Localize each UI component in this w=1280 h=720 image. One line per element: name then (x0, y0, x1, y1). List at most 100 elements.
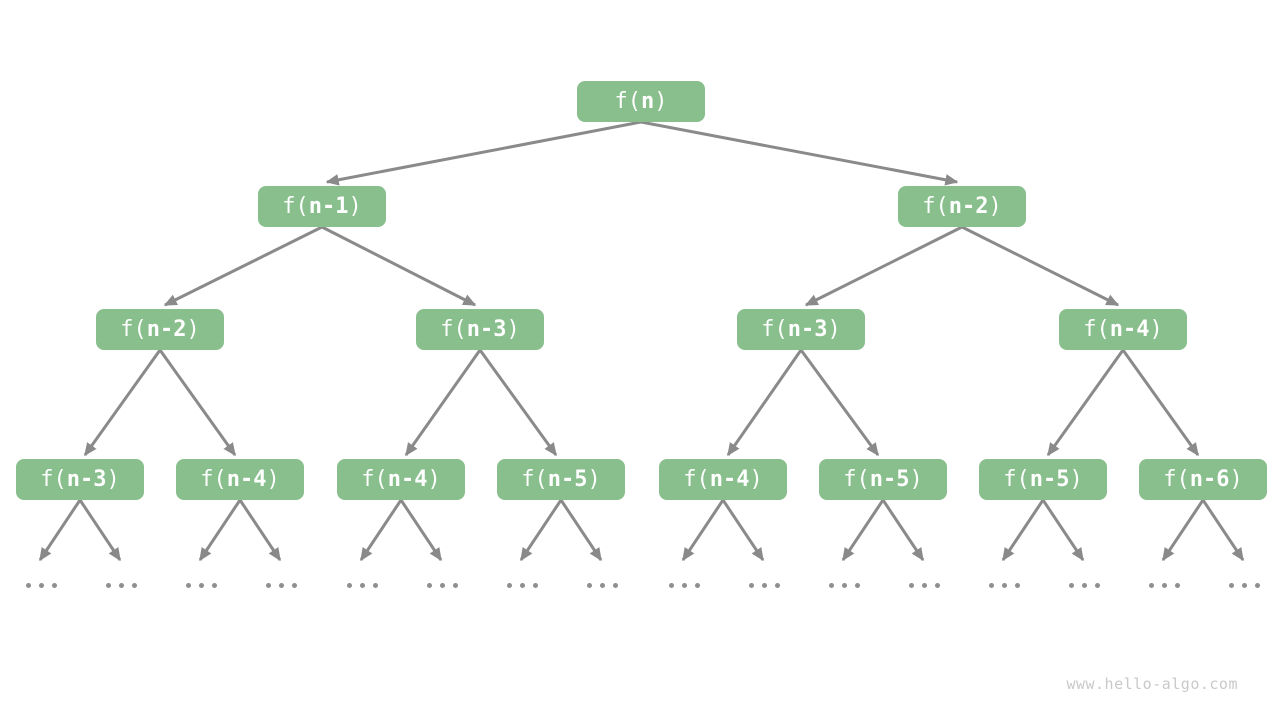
ellipsis-dot (291, 582, 297, 588)
ellipsis-dot (1254, 582, 1260, 588)
node-label-prefix: f( (521, 466, 548, 492)
tree-node-f-n-5: f(n-5) (497, 459, 625, 500)
node-label-suffix: ) (587, 466, 601, 492)
tree-node-f-n-1: f(n-1) (258, 186, 386, 227)
edge-arrow (640, 120, 959, 186)
ellipsis-dot (359, 582, 365, 588)
node-label-suffix: ) (909, 466, 923, 492)
node-label-suffix: ) (749, 466, 763, 492)
ellipsis-dot (599, 582, 605, 588)
node-label-prefix: f( (843, 466, 870, 492)
edge-arrow (681, 499, 725, 562)
ellipsis-dot (452, 582, 458, 588)
edge-arrow (1161, 499, 1205, 562)
edge-arrow (961, 225, 1120, 307)
node-label-arg: n-4 (387, 466, 428, 492)
ellipsis (1148, 582, 1180, 588)
ellipsis-dot (1228, 582, 1234, 588)
node-label-arg: n-5 (869, 466, 910, 492)
edge-arrow (83, 349, 162, 457)
node-label-prefix: f( (761, 316, 788, 342)
edge-arrow (804, 225, 963, 307)
ellipsis-dot (38, 582, 44, 588)
ellipsis-dot (51, 582, 57, 588)
ellipsis-dot (211, 582, 217, 588)
ellipsis (185, 582, 217, 588)
edge-arrow (726, 349, 803, 457)
tree-node-f-n-4: f(n-4) (337, 459, 465, 500)
ellipsis-dot (681, 582, 687, 588)
ellipsis-dot (519, 582, 525, 588)
ellipsis (265, 582, 297, 588)
edge-arrow (325, 120, 642, 186)
ellipsis-dot (426, 582, 432, 588)
ellipsis (25, 582, 57, 588)
node-label-prefix: f( (922, 193, 949, 219)
ellipsis (426, 582, 458, 588)
ellipsis-dot (694, 582, 700, 588)
ellipsis (506, 582, 538, 588)
ellipsis-dot (934, 582, 940, 588)
ellipsis-dot (761, 582, 767, 588)
ellipsis-dot (988, 582, 994, 588)
edge-arrow (321, 225, 477, 307)
ellipsis (105, 582, 137, 588)
tree-node-f-n-3: f(n-3) (16, 459, 144, 500)
node-label-suffix: ) (266, 466, 280, 492)
node-label-suffix: ) (1069, 466, 1083, 492)
node-label-arg: n-5 (1029, 466, 1070, 492)
edge-arrow (238, 499, 282, 562)
tree-node-f-n-4: f(n-4) (659, 459, 787, 500)
edge-arrow (1041, 499, 1085, 562)
ellipsis-dot (1174, 582, 1180, 588)
ellipsis-dot (1068, 582, 1074, 588)
ellipsis-dot (1094, 582, 1100, 588)
ellipsis-dot (372, 582, 378, 588)
tree-node-f-n-3: f(n-3) (737, 309, 865, 350)
node-label-suffix: ) (427, 466, 441, 492)
ellipsis-dot (185, 582, 191, 588)
ellipsis-dot (1014, 582, 1020, 588)
ellipsis-dot (921, 582, 927, 588)
edge-arrow (519, 499, 563, 562)
tree-node-f-n-6: f(n-6) (1139, 459, 1267, 500)
node-label-arg: n-4 (1109, 316, 1150, 342)
edge-arrow (841, 499, 885, 562)
ellipsis-dot (346, 582, 352, 588)
node-label-arg: n-3 (466, 316, 507, 342)
ellipsis-dot (532, 582, 538, 588)
ellipsis-dot (265, 582, 271, 588)
ellipsis (346, 582, 378, 588)
tree-node-f-n-3: f(n-3) (416, 309, 544, 350)
node-label-suffix: ) (506, 316, 520, 342)
ellipsis-dot (774, 582, 780, 588)
node-label-suffix: ) (988, 193, 1002, 219)
node-label-suffix: ) (654, 88, 668, 114)
ellipsis-dot (198, 582, 204, 588)
node-label-suffix: ) (186, 316, 200, 342)
node-label-arg: n-2 (948, 193, 989, 219)
ellipsis (988, 582, 1020, 588)
node-label-prefix: f( (40, 466, 67, 492)
ellipsis-dot (105, 582, 111, 588)
edge-arrow (1201, 499, 1245, 562)
edge-arrow (78, 499, 122, 562)
ellipsis-dot (612, 582, 618, 588)
node-label-prefix: f( (1083, 316, 1110, 342)
tree-node-f-n-2: f(n-2) (898, 186, 1026, 227)
edge-arrow (1046, 349, 1125, 457)
ellipsis-dot (25, 582, 31, 588)
ellipsis (1068, 582, 1100, 588)
edge-arrow (399, 499, 443, 562)
tree-node-f-n-4: f(n-4) (176, 459, 304, 500)
ellipsis-dot (586, 582, 592, 588)
edge-arrow (559, 499, 603, 562)
ellipsis-dot (506, 582, 512, 588)
tree-node-f-n-5: f(n-5) (979, 459, 1107, 500)
ellipsis-dot (828, 582, 834, 588)
edge-arrow (881, 499, 925, 562)
tree-node-f-n: f(n) (577, 81, 705, 122)
ellipsis (1228, 582, 1260, 588)
ellipsis (828, 582, 860, 588)
